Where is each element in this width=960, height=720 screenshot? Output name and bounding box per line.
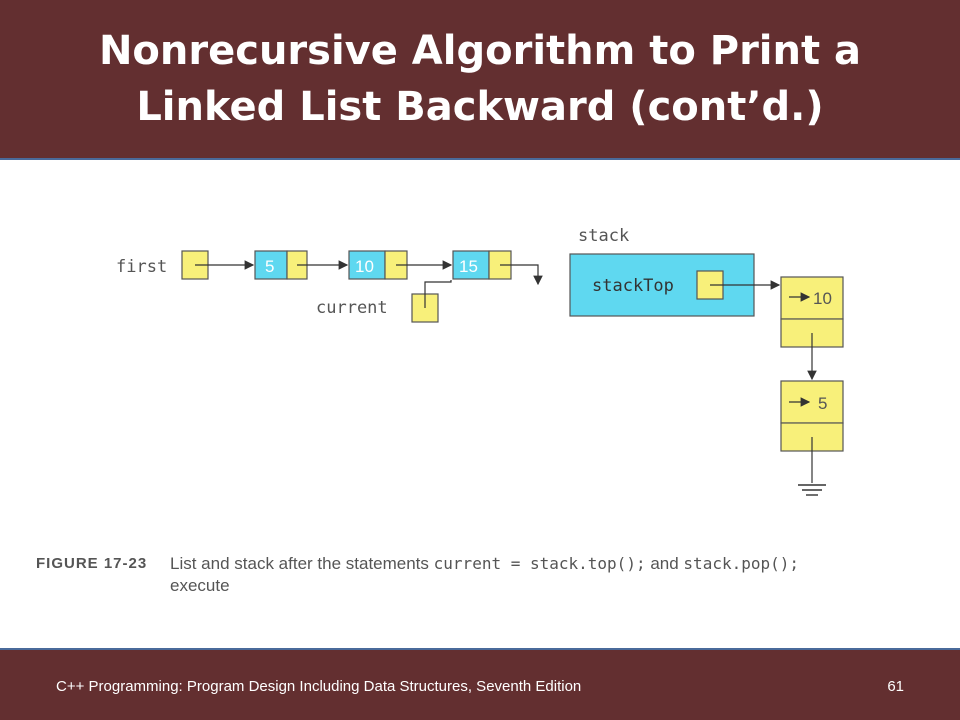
stack-top-label: stackTop	[592, 276, 674, 296]
page-number: 61	[887, 678, 904, 695]
null-arrow	[500, 264, 543, 286]
figure-label: FIGURE 17-23	[36, 555, 148, 572]
caption-code-2: stack.pop();	[683, 554, 800, 573]
list-node-2-value: 10	[355, 257, 374, 276]
list-node-1-value: 5	[265, 257, 274, 276]
stack-node-2-value: 5	[818, 394, 827, 413]
linked-list-stack-diagram: first 5 10 15 current stack stackTop 10	[116, 226, 844, 496]
footer-bar: C++ Programming: Program Design Includin…	[0, 648, 960, 720]
list-node-2: 10	[348, 250, 408, 280]
ground-null-icon	[798, 437, 826, 496]
caption-code-1: current = stack.top();	[433, 554, 646, 573]
title-line-2: Linked List Backward (cont’d.)	[136, 84, 824, 130]
first-label: first	[116, 257, 167, 277]
list-node-3-value: 15	[459, 257, 478, 276]
slide-title: Nonrecursive Algorithm to Print a Linked…	[79, 23, 881, 135]
caption-text-and: and	[650, 554, 679, 573]
stack-label: stack	[578, 226, 629, 246]
title-bar: Nonrecursive Algorithm to Print a Linked…	[0, 0, 960, 160]
caption-text-after: execute	[170, 576, 230, 595]
figure-text: List and stack after the statements curr…	[170, 553, 930, 597]
current-arrow	[424, 280, 452, 308]
stack-node-2: 5	[780, 380, 844, 452]
caption-text-before: List and stack after the statements	[170, 554, 429, 573]
stack-node-1: 10	[780, 276, 844, 348]
title-line-1: Nonrecursive Algorithm to Print a	[98, 28, 862, 74]
stack-node-1-value: 10	[813, 289, 832, 308]
figure-caption: FIGURE 17-23 List and stack after the st…	[36, 553, 936, 603]
footer-text: C++ Programming: Program Design Includin…	[56, 678, 582, 695]
current-label: current	[316, 298, 388, 318]
